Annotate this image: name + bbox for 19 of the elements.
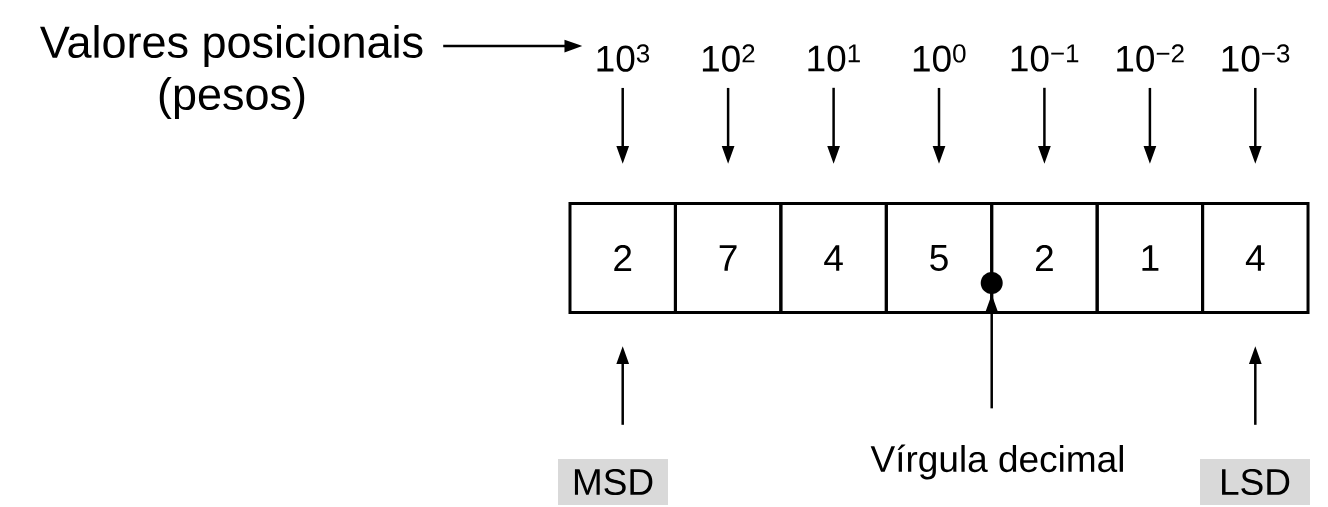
digit-cell: 5 xyxy=(884,202,994,314)
weight-label: 10$^{0}$ xyxy=(913,44,966,72)
digit-cell: 4 xyxy=(779,202,888,314)
digit-cell: 2 xyxy=(990,202,1099,314)
label-text: Vírgula decimal xyxy=(870,444,1123,480)
weight-label: 10$^{1}$ xyxy=(808,44,860,72)
tag-box: LSD xyxy=(1200,459,1310,505)
weight-label: 10$^{−1}$ xyxy=(1011,44,1079,72)
digit-cell: 7 xyxy=(673,202,783,314)
weight-label: 10$^{−2}$ xyxy=(1117,44,1184,72)
weight-label: 10$^{3}$ xyxy=(597,44,650,72)
digit-cell: 1 xyxy=(1095,202,1205,314)
weight-label: 10$^{2}$ xyxy=(702,44,755,72)
weight-label: 10$^{−3}$ xyxy=(1222,44,1290,72)
digit-cell: 2 xyxy=(568,202,677,314)
digit-cell: 4 xyxy=(1201,202,1310,314)
decimal-point xyxy=(980,272,1003,294)
tag-box: MSD xyxy=(558,459,668,505)
label-text: Valores posicionais (pesos) xyxy=(40,25,423,119)
